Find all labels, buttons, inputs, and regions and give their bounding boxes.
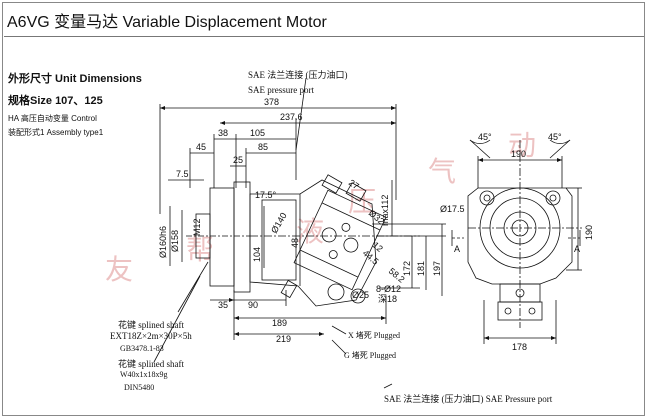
watermark-char: 液 [296,215,325,248]
key-shaft-spec: W40x1x18x9g [120,370,168,379]
dim-label-8-12: 8-Ø12 [376,284,401,294]
motor-housing [249,179,377,307]
section-mark-left: A [454,244,460,254]
dim-label-378: 378 [264,97,279,107]
dim-label-178: 178 [512,342,527,352]
key-shaft-label: 花键 splined shaft [118,359,184,369]
watermark-char: 动 [508,129,537,162]
dim-label-7-5: 7.5 [176,169,189,179]
unit-dimensions-heading: 外形尺寸 Unit Dimensions [8,73,142,85]
dim-label-189: 189 [272,318,287,328]
dim-label-48: 48 [290,238,300,248]
assembly-type-label: 装配形式1 Assembly type1 [8,128,104,137]
pressure-port-note-top: SAE 法兰连接 (压力油口) SAE pressure port [248,68,348,98]
dim-label-190-v: 190 [584,225,594,240]
housing-body [261,199,297,281]
dim-label-45deg-left: 45° [478,132,492,142]
dim-label-17-5: Ø17.5 [440,204,465,214]
dim-label-12: 12 [371,240,385,254]
dim-label-25: 25 [233,155,243,165]
dim-label-45: 45 [196,142,206,152]
dim-label-219: 219 [276,334,291,344]
plug-note-x: X 堵死 Plugged [348,331,400,340]
mounting-hole [545,190,561,206]
watermark-char: 帮 [186,233,215,266]
dim-label-35: 35 [218,300,228,310]
flange-depth-label: 深18 [378,294,397,304]
dim-label-m12: M12 [192,218,202,236]
dim-label-angle: 17.5° [255,190,277,200]
spline-shaft-spec: EXT18Z×2m×30P×5h [110,331,192,341]
title-divider [4,36,644,37]
key-shaft-standard: DIN5480 [124,383,155,392]
dim-label-25-bore: Ø25 [352,290,369,300]
dim-label-190-h: 190 [511,149,526,159]
dim-label-181: 181 [416,261,426,276]
dim-label-27: 27 [347,177,361,191]
flange-ring [233,181,251,293]
dim-label-45deg-right: 45° [548,132,562,142]
control-block [293,189,387,291]
pressure-port-cn: SAE 法兰连接 (压力油口) [248,70,348,80]
pressure-port-en: SAE pressure port [248,85,314,95]
watermark-char: 友 [105,253,134,286]
mounting-hole [479,190,495,206]
section-mark-right: A [574,244,580,254]
plug-note-g: G 堵死 Plugged [344,351,396,360]
dim-label-105: 105 [250,128,265,138]
dim-label-104: 104 [252,247,262,262]
dim-label-158: Ø158 [170,230,180,252]
dim-label-160h6: Ø160h6 [158,226,168,258]
page-title: A6VG 变量马达 Variable Displacement Motor [7,14,327,31]
mounting-flange [209,187,235,287]
watermark-char: 气 [428,155,457,188]
dim-label-max112: max112 [380,195,390,226]
dim-label-197: 197 [432,261,442,276]
size-label: 规格Size 107、125 [8,95,103,107]
dim-label-140: Ø140 [269,211,289,235]
dim-label-38: 38 [218,128,228,138]
dim-label-85: 85 [258,142,268,152]
dim-label-172: 172 [402,261,412,276]
spline-shaft-label: 花键 splined shaft [118,320,184,330]
dim-label-90: 90 [248,300,258,310]
dim-label-2376: 237.6 [280,112,303,122]
pressure-port-note-bottom: SAE 法兰连接 (压力油口) SAE Pressure port [384,394,553,404]
spline-shaft-standard: GB3478.1-83 [120,344,164,353]
control-label: HA 高压自动变量 Control [8,114,97,123]
